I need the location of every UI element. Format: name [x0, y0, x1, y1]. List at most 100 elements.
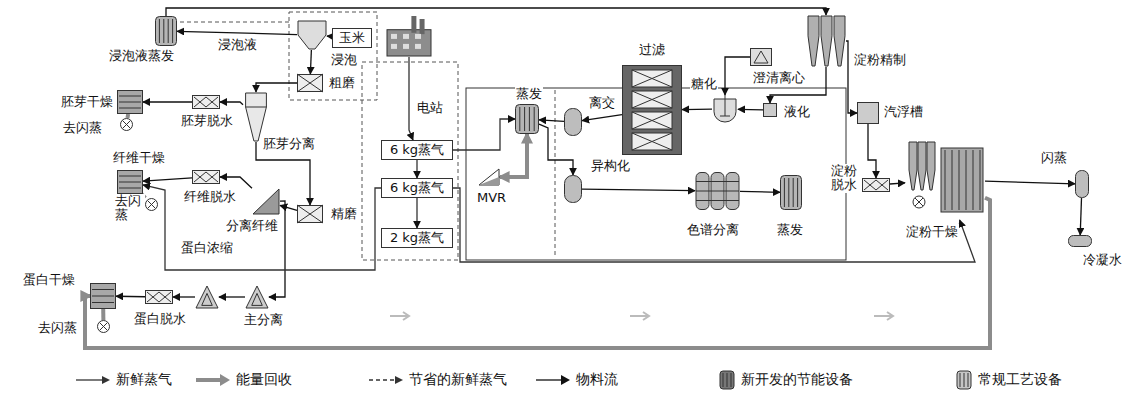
drawing-part	[298, 75, 323, 92]
separator-icon	[246, 286, 268, 308]
dewatering-unit-icon	[146, 291, 173, 304]
drawing-part	[632, 112, 672, 129]
drawing-part	[725, 95, 726, 116]
drawing-part	[123, 121, 131, 129]
drawing-part	[194, 97, 206, 107]
drawing-part	[403, 44, 409, 49]
box-label: 2 kg蒸气	[390, 230, 444, 246]
dewatering-unit: 胚芽脱水	[192, 95, 220, 109]
drawing-part	[960, 373, 961, 387]
drawing-part	[632, 70, 672, 87]
flow-hint-arrow	[630, 312, 649, 320]
drawing-part	[915, 198, 923, 206]
separator-icon	[196, 286, 218, 308]
equipment-label: 纤维脱水	[183, 189, 237, 205]
centrifuge: 澄清离心	[750, 48, 772, 66]
equipment-icon	[622, 65, 682, 155]
drawing-part	[565, 176, 582, 203]
flow-hint-arrow	[390, 312, 409, 320]
condensate-tank-icon	[1069, 236, 1092, 247]
equipment-label: 电站	[416, 100, 444, 116]
drawing-part	[945, 150, 946, 210]
equipment-label: 色谱分离	[686, 222, 740, 238]
steam-connector	[409, 57, 413, 140]
material-connector	[177, 31, 297, 34]
material-connector	[1080, 198, 1081, 235]
steeping-tank: 浸泡	[297, 20, 327, 50]
drawing-part	[479, 169, 499, 185]
legend-swatch	[535, 370, 571, 390]
drawing-part	[194, 97, 206, 107]
legend-item: 物料流	[535, 370, 618, 390]
evaporator-icon	[156, 17, 177, 46]
drawing-part	[529, 107, 530, 131]
mill: 精磨	[297, 205, 323, 223]
drawing-part	[206, 97, 218, 107]
equipment-icon	[564, 108, 582, 136]
drawing-part	[156, 17, 177, 46]
drawing-part	[119, 182, 141, 183]
flow-label: 浸泡液	[217, 37, 258, 53]
text-box: 玉米	[332, 28, 372, 48]
drawing-part	[561, 375, 570, 385]
equipment-icon	[862, 178, 890, 192]
drawing-part	[91, 284, 116, 309]
drawing-part	[100, 323, 108, 331]
legend-text: 常规工艺设备	[978, 371, 1062, 389]
drawing-part	[632, 91, 672, 108]
starch-dryer-icon	[909, 142, 983, 212]
equipment-label: 淀粉干燥	[905, 224, 959, 240]
drawing-part	[92, 302, 114, 303]
drawing-part	[168, 19, 169, 43]
mill-icon	[297, 205, 323, 223]
drawing-part	[119, 176, 141, 177]
drawing-part	[420, 19, 425, 34]
material-connector	[582, 115, 622, 121]
drawing-part	[723, 373, 724, 387]
cyclone-group: 淀粉精制	[806, 15, 846, 67]
vessel-icon	[764, 104, 777, 117]
dewatering-unit: 蛋白脱水	[145, 290, 173, 304]
drawing-part	[821, 16, 832, 66]
drawing-part	[194, 172, 206, 182]
drawing-part	[395, 376, 403, 384]
drawing-part	[119, 102, 141, 103]
drawing-part	[253, 189, 279, 214]
drawing-part	[632, 133, 672, 150]
drawing-part	[1069, 236, 1092, 247]
legend-swatch	[368, 370, 404, 390]
equipment-label: 浸泡	[330, 52, 358, 68]
energy-connector	[500, 134, 527, 177]
legend-swatch	[955, 370, 973, 390]
drawing-part	[119, 108, 141, 109]
evaporator: 蒸发	[780, 175, 802, 210]
material-connector	[868, 124, 876, 178]
material-connector	[985, 181, 1075, 184]
drawing-part	[246, 286, 268, 308]
equipment-label: 蛋白脱水	[133, 311, 187, 327]
drawing-part	[146, 291, 173, 304]
equipment-label: 蛋白干燥	[22, 272, 76, 288]
equipment-label: 淀粉精制	[853, 52, 907, 68]
material-connector	[725, 57, 750, 95]
equipment-label: 糖化	[690, 76, 718, 92]
drawing-part	[876, 180, 888, 190]
equipment-icon	[750, 48, 772, 66]
material-connector	[740, 191, 780, 193]
power-station-icon	[387, 16, 431, 56]
drawing-part	[123, 121, 131, 129]
equipment-label: 浸泡液蒸发	[108, 48, 175, 64]
drawing-part	[246, 107, 267, 108]
material-connector	[280, 205, 297, 210]
drawing-part	[193, 171, 220, 184]
material-connector	[310, 50, 311, 74]
equipment-label: 离交	[588, 95, 616, 111]
drawing-part	[147, 292, 159, 302]
legend-item: 新鲜蒸气	[75, 370, 172, 390]
evaporator-icon	[781, 176, 802, 210]
drawing-part	[973, 150, 974, 210]
drawing-part	[206, 172, 218, 182]
drawing-part	[536, 379, 563, 380]
drawing-part	[751, 49, 772, 66]
